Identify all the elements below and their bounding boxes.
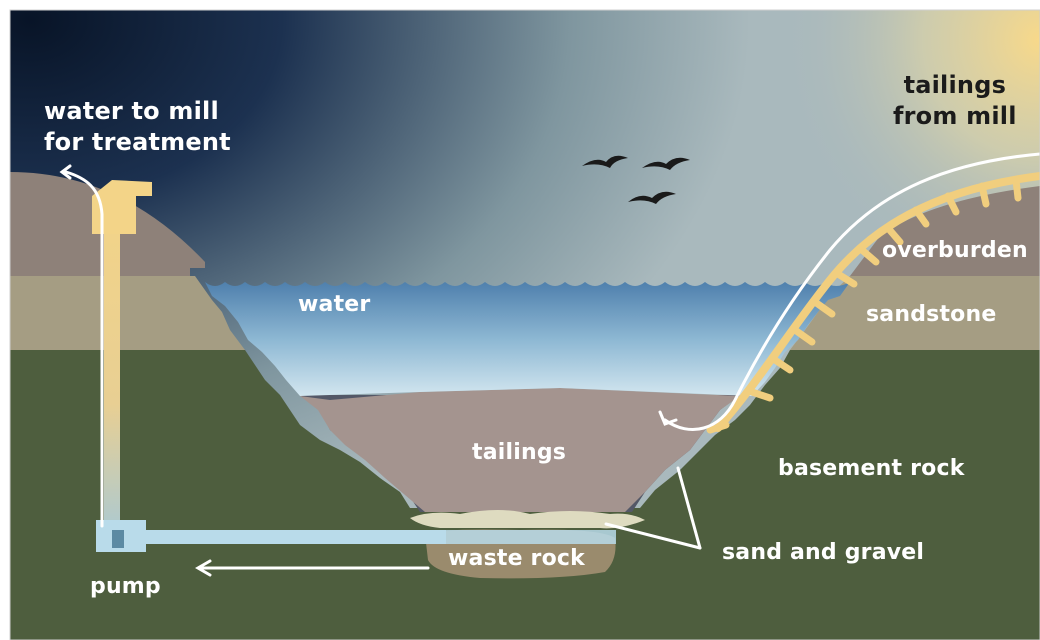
tailings-flow-arrow-icon (658, 152, 1040, 431)
left-sandstone-layer (10, 276, 245, 350)
right-overburden-layer (850, 186, 1040, 276)
water-out-arrow-icon (59, 164, 104, 528)
water-label: water (298, 292, 371, 317)
pump-core (112, 530, 124, 548)
tailings-layer (300, 388, 740, 512)
pump-house-icon (92, 180, 152, 234)
conveyor-pipe (706, 172, 1040, 434)
basement-rock-label: basement rock (778, 456, 965, 481)
sand-and-gravel-label: sand and gravel (722, 540, 925, 565)
bird-icon (628, 191, 676, 204)
vertical-pipe (104, 224, 120, 524)
water-layer (205, 282, 850, 396)
bird-icon (582, 155, 628, 168)
pump-label: pump (90, 574, 161, 599)
sandstone-label: sandstone (866, 302, 997, 327)
right-sandstone-layer (790, 276, 1040, 350)
waste-rock-label: waste rock (448, 546, 585, 571)
sand-and-gravel-pointer (604, 466, 702, 550)
sand-and-gravel-bottom (410, 510, 645, 529)
horizontal-pipe (146, 530, 446, 544)
overburden-label: overburden (882, 238, 1028, 263)
tailings-from-mill-label: tailings from mill (893, 71, 1017, 130)
water-to-mill-label: water to mill for treatment (44, 97, 231, 156)
pump-arrow-icon (195, 559, 430, 577)
tailings-label: tailings (472, 440, 567, 465)
bird-icon (642, 157, 690, 170)
